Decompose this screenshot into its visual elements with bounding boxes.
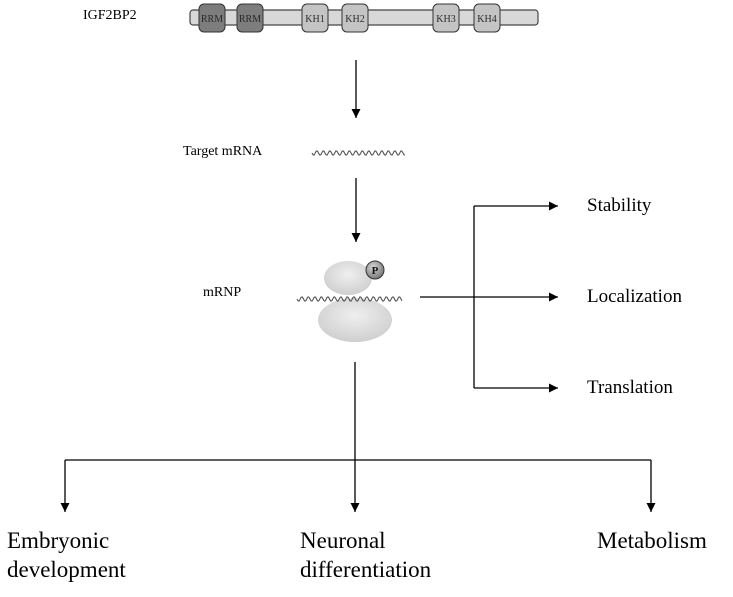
mrnp-upper-protein (324, 261, 372, 295)
domain-label-4: KH3 (436, 14, 455, 25)
protein-name: IGF2BP2 (83, 8, 137, 23)
outcome-translation: Translation (587, 377, 673, 398)
mrnp-mrna-wave (296, 296, 403, 302)
outcome-embryonic-line1: Embryonic (7, 528, 110, 553)
outcome-neuronal-line2: differentiation (300, 557, 432, 582)
target-mrna-wave (311, 150, 406, 156)
domain-label-0: RRM (201, 14, 223, 25)
domain-kh-5 (473, 3, 501, 33)
outcome-embryonic-line2: development (7, 557, 126, 582)
phospho-label: P (372, 265, 379, 277)
domain-label-5: KH4 (477, 14, 496, 25)
mrnp-lower-protein (318, 298, 392, 342)
phospho-icon (365, 260, 385, 280)
domain-label-2: KH1 (305, 14, 324, 25)
domain-kh-3 (341, 3, 369, 33)
domain-label-3: KH2 (345, 14, 364, 25)
outcome-embryonic-development: Embryonic development (7, 526, 126, 584)
outcome-neuronal-line1: Neuronal (300, 528, 386, 553)
outcome-metabolism-line1: Metabolism (597, 528, 707, 553)
domain-label-1: RRM (239, 14, 261, 25)
protein-domains: RRM RRM KH1 KH2 KH3 KH4 (198, 3, 501, 33)
domain-rrm-1 (236, 3, 264, 33)
domain-rrm-0 (198, 3, 226, 33)
outcome-neuronal-differentiation: Neuronal differentiation (300, 526, 431, 584)
outcome-localization: Localization (587, 286, 682, 307)
target-mrna-label: Target mRNA (183, 144, 263, 159)
outcome-stability: Stability (587, 195, 652, 216)
mrnp-label: mRNP (203, 285, 242, 300)
domain-kh-2 (301, 3, 329, 33)
domain-kh-4 (432, 3, 460, 33)
outcome-metabolism: Metabolism (597, 526, 707, 555)
